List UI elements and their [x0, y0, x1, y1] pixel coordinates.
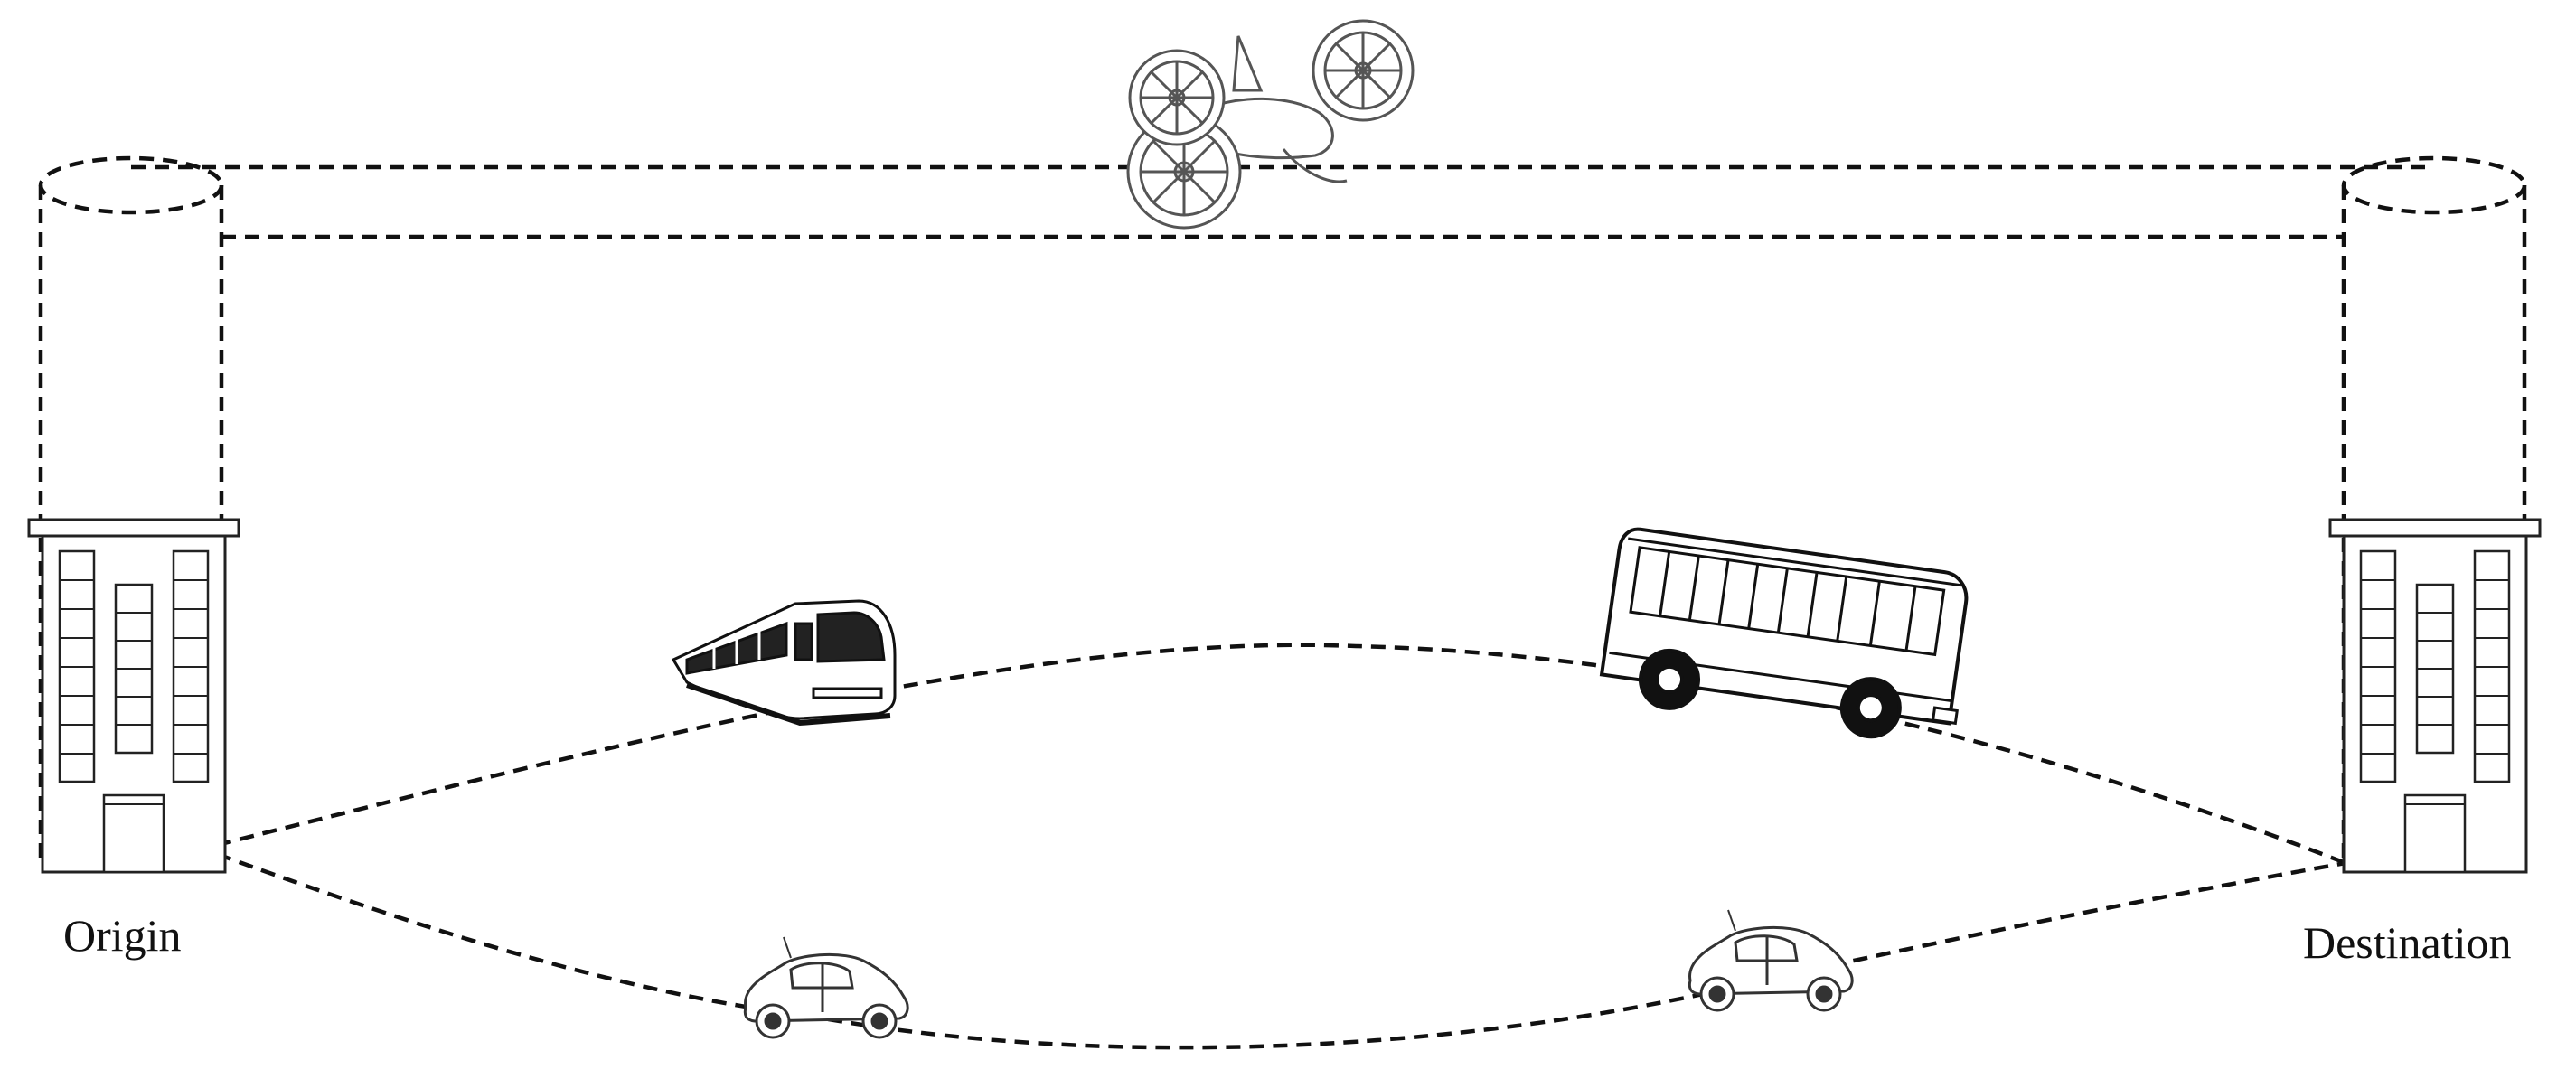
rotor-top-left [1128, 49, 1226, 146]
destination-label: Destination [2303, 917, 2512, 968]
origin-label: Origin [63, 910, 182, 961]
origin-building [27, 518, 240, 874]
car-icon-left [743, 936, 909, 1039]
evtol-air-taxi-icon [1126, 19, 1415, 230]
rotor-top-right [1312, 19, 1415, 122]
car-icon-right [1688, 909, 1854, 1012]
destination-building [2328, 518, 2542, 874]
car-route [216, 851, 2346, 1050]
transit-route [216, 643, 2346, 866]
air-route-corridor [131, 164, 2434, 239]
train-icon [671, 599, 897, 727]
bus-icon [1599, 527, 1969, 739]
